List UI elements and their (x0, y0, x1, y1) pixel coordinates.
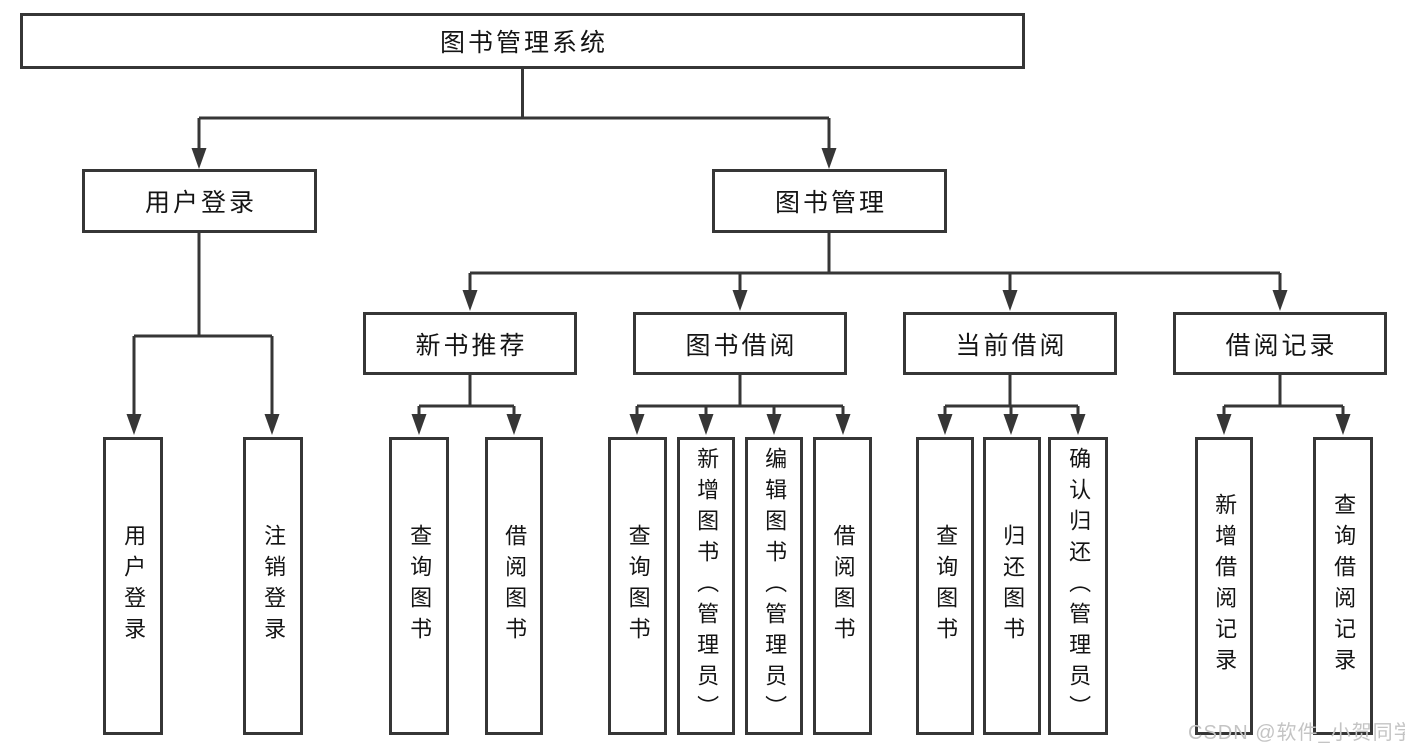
leaf-confirm-return-admin: 确认归还（管理员） (1048, 437, 1108, 735)
leaf-borrow-books-recommend-label: 借阅图书 (502, 524, 528, 648)
leaf-borrow-books-borrowing-label: 借阅图书 (830, 524, 856, 648)
leaf-query-books-borrowing: 查询图书 (608, 437, 667, 735)
leaf-return-books: 归还图书 (983, 437, 1041, 735)
leaf-return-books-label: 归还图书 (1000, 524, 1026, 648)
leaf-edit-book-admin-label: 编辑图书（管理员） (762, 446, 788, 726)
leaf-logout-label: 注销登录 (261, 524, 287, 648)
node-borrowing-records: 借阅记录 (1173, 312, 1387, 375)
node-borrowing-records-label: 借阅记录 (1225, 331, 1338, 360)
leaf-user-login-label: 用户登录 (121, 524, 147, 648)
leaf-query-books-borrowing-label: 查询图书 (625, 524, 651, 648)
node-root-label: 图书管理系统 (439, 29, 608, 57)
node-new-book-recommendation: 新书推荐 (363, 312, 577, 375)
node-user-login: 用户登录 (82, 169, 317, 233)
leaf-add-borrow-record-label: 新增借阅记录 (1212, 493, 1238, 679)
leaf-add-book-admin: 新增图书（管理员） (677, 437, 735, 735)
leaf-query-borrow-record: 查询借阅记录 (1313, 437, 1373, 735)
leaf-query-books-current-label: 查询图书 (933, 524, 959, 648)
leaf-borrow-books-borrowing: 借阅图书 (813, 437, 872, 735)
node-user-login-label: 用户登录 (144, 189, 257, 217)
leaf-query-books-recommend: 查询图书 (389, 437, 449, 735)
node-book-borrowing-label: 图书借阅 (685, 331, 798, 360)
node-new-book-recommendation-label: 新书推荐 (415, 331, 528, 360)
leaf-query-books-current: 查询图书 (916, 437, 974, 735)
node-book-borrowing: 图书借阅 (633, 312, 847, 375)
leaf-add-book-admin-label: 新增图书（管理员） (694, 446, 720, 726)
node-current-borrowing-label: 当前借阅 (955, 331, 1068, 360)
leaf-logout: 注销登录 (243, 437, 303, 735)
leaf-borrow-books-recommend: 借阅图书 (485, 437, 543, 735)
node-book-management-label: 图书管理 (774, 189, 887, 217)
watermark: CSDN @软件_小贺同学 (1188, 722, 1405, 744)
node-current-borrowing: 当前借阅 (903, 312, 1117, 375)
leaf-confirm-return-admin-label: 确认归还（管理员） (1066, 446, 1092, 726)
leaf-add-borrow-record: 新增借阅记录 (1195, 437, 1253, 735)
node-root: 图书管理系统 (20, 13, 1025, 69)
leaf-edit-book-admin: 编辑图书（管理员） (745, 437, 803, 735)
leaf-user-login: 用户登录 (103, 437, 163, 735)
node-book-management: 图书管理 (712, 169, 947, 233)
arrowheads (126, 148, 1351, 435)
leaf-query-borrow-record-label: 查询借阅记录 (1331, 493, 1357, 679)
leaf-query-books-recommend-label: 查询图书 (407, 524, 433, 648)
